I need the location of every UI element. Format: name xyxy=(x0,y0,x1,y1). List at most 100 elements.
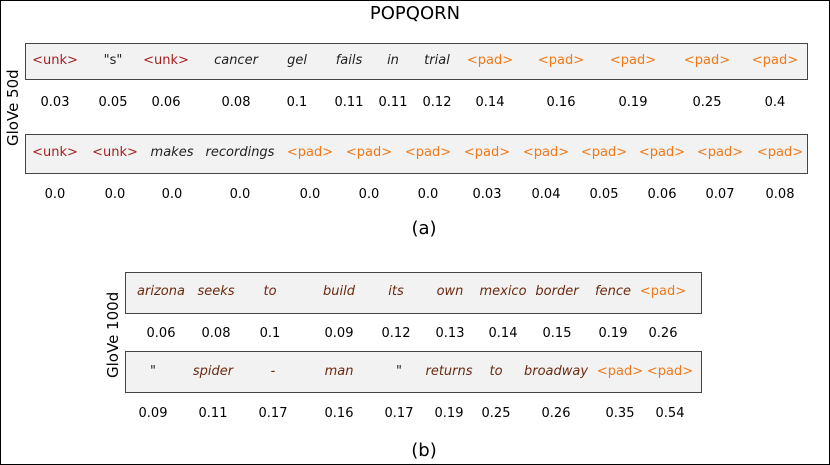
panel-b-row-2-token: " xyxy=(396,364,402,379)
panel-a-row-1-token: <unk> xyxy=(32,53,78,68)
panel-b-row-1-token: build xyxy=(323,284,355,299)
panel-b-row-2-score: 0.54 xyxy=(655,406,685,421)
panel-b-row-2-score: 0.17 xyxy=(384,406,414,421)
panel-a-row-2-token: <pad> xyxy=(696,145,744,160)
panel-b-row-2-score: 0.09 xyxy=(138,406,168,421)
panel-a-row-1-box xyxy=(25,43,808,80)
panel-a-row-1-token: <pad> xyxy=(466,53,514,68)
panel-b-row-2-score: 0.17 xyxy=(258,406,288,421)
panel-b-row-1-score: 0.1 xyxy=(259,326,281,341)
panel-a-row-2-score: 0.06 xyxy=(647,187,677,202)
panel-b-row-2-token: spider xyxy=(192,364,234,379)
panel-a-row-2-score: 0.0 xyxy=(104,187,126,202)
panel-a-row-2-score: 0.04 xyxy=(531,187,561,202)
panel-a-row-2-score: 0.0 xyxy=(229,187,251,202)
panel-a-row-2-token: <pad> xyxy=(756,145,804,160)
panel-a-row-2-score: 0.0 xyxy=(44,187,66,202)
panel-a-row-2-score: 0.08 xyxy=(765,187,795,202)
panel-b-row-1-token: own xyxy=(436,284,464,299)
panel-b-row-1-box xyxy=(125,272,702,314)
panel-a-row-1-score: 0.16 xyxy=(546,95,576,110)
panel-b-row-2-score: 0.35 xyxy=(605,406,635,421)
panel-a-row-1-score: 0.11 xyxy=(334,95,364,110)
panel-b-row-1-token: arizona xyxy=(137,284,185,299)
panel-a-row-2-token: recordings xyxy=(205,145,275,160)
panel-b-row-1-token: fence xyxy=(595,284,631,299)
panel-a-row-1-score: 0.19 xyxy=(618,95,648,110)
panel-b-row-1-token: to xyxy=(263,284,277,299)
panel-b-row-1-score: 0.19 xyxy=(598,326,628,341)
panel-a-row-1-token: in xyxy=(387,53,399,68)
panel-b-row-1-token: its xyxy=(388,284,404,299)
panel-b-row-2-token: - xyxy=(270,364,276,379)
panel-a-row-1-score: 0.25 xyxy=(692,95,722,110)
panel-b-row-1-score: 0.15 xyxy=(542,326,572,341)
panel-b-row-1-score: 0.12 xyxy=(381,326,411,341)
panel-a-row-2-box xyxy=(25,134,808,174)
panel-a-row-1-token: gel xyxy=(287,53,307,68)
panel-b-row-2-score: 0.25 xyxy=(481,406,511,421)
panel-b-row-2-token: to xyxy=(489,364,503,379)
panel-a-caption: (a) xyxy=(411,218,437,239)
panel-a-row-2-token: <pad> xyxy=(638,145,686,160)
panel-b-row-2-box xyxy=(125,351,702,393)
panel-b-row-1-score: 0.13 xyxy=(435,326,465,341)
panel-a-row-1-token: <pad> xyxy=(683,53,731,68)
figure-title: POPQORN xyxy=(369,3,461,24)
panel-a-row-2-token: <unk> xyxy=(32,145,78,160)
panel-a-label: GloVe 50d xyxy=(4,69,22,146)
panel-a-row-1-score: 0.08 xyxy=(221,95,251,110)
panel-a-row-1-score: 0.11 xyxy=(378,95,408,110)
panel-b-row-1-score: 0.14 xyxy=(488,326,518,341)
panel-a-row-2-score: 0.05 xyxy=(589,187,619,202)
panel-b-row-1-score: 0.06 xyxy=(146,326,176,341)
panel-b-row-1-score: 0.08 xyxy=(201,326,231,341)
panel-a-row-2-token: <pad> xyxy=(404,145,452,160)
panel-b-row-1-score: 0.09 xyxy=(324,326,354,341)
panel-b-row-2-token: man xyxy=(324,364,354,379)
panel-a-row-1-score: 0.1 xyxy=(286,95,308,110)
panel-b-row-1-score: 0.26 xyxy=(648,326,678,341)
panel-a-row-2-token: makes xyxy=(150,145,194,160)
panel-b-row-2-token: " xyxy=(150,364,156,379)
panel-b-row-2-score: 0.19 xyxy=(434,406,464,421)
panel-b-row-1-token: <pad> xyxy=(639,284,687,299)
panel-a-row-1-token: <pad> xyxy=(537,53,585,68)
panel-a-row-2-token: <pad> xyxy=(286,145,334,160)
panel-a-row-2-token: <unk> xyxy=(92,145,138,160)
panel-b-row-2-token: <pad> xyxy=(596,364,644,379)
panel-b-row-2-token: <pad> xyxy=(646,364,694,379)
panel-a-row-2-token: <pad> xyxy=(522,145,570,160)
panel-a-row-2-score: 0.0 xyxy=(358,187,380,202)
panel-a-row-1-token: cancer xyxy=(214,53,258,68)
panel-a-row-1-score: 0.05 xyxy=(98,95,128,110)
panel-a-row-1-score: 0.03 xyxy=(40,95,70,110)
panel-b-row-2-token: returns xyxy=(425,364,473,379)
panel-a-row-1-token: "s" xyxy=(103,53,123,68)
panel-b-row-2-score: 0.26 xyxy=(541,406,571,421)
panel-b-row-2-token: broadway xyxy=(523,364,589,379)
panel-a-row-1-token: trial xyxy=(424,53,450,68)
panel-a-row-2-score: 0.0 xyxy=(299,187,321,202)
panel-b-caption: (b) xyxy=(411,440,437,461)
panel-a-row-1-token: <unk> xyxy=(143,53,189,68)
panel-a-row-2-score: 0.0 xyxy=(161,187,183,202)
panel-a-row-1-score: 0.14 xyxy=(475,95,505,110)
panel-a-row-2-score: 0.03 xyxy=(472,187,502,202)
panel-a-row-2-score: 0.0 xyxy=(417,187,439,202)
panel-a-row-2-score: 0.07 xyxy=(705,187,735,202)
panel-b-row-1-token: mexico xyxy=(479,284,527,299)
panel-b-row-2-score: 0.16 xyxy=(324,406,354,421)
panel-a-row-1-score: 0.12 xyxy=(422,95,452,110)
panel-a-row-1-score: 0.4 xyxy=(764,95,786,110)
panel-a-row-1-token: <pad> xyxy=(609,53,657,68)
panel-b-label: GloVe 100d xyxy=(104,291,122,378)
panel-a-row-2-token: <pad> xyxy=(345,145,393,160)
panel-a-row-1-token: fails xyxy=(335,53,363,68)
panel-b-row-1-token: border xyxy=(535,284,579,299)
panel-b-row-1-token: seeks xyxy=(197,284,235,299)
panel-a-row-1-token: <pad> xyxy=(751,53,799,68)
panel-b-row-2-score: 0.11 xyxy=(198,406,228,421)
panel-a-row-2-token: <pad> xyxy=(580,145,628,160)
